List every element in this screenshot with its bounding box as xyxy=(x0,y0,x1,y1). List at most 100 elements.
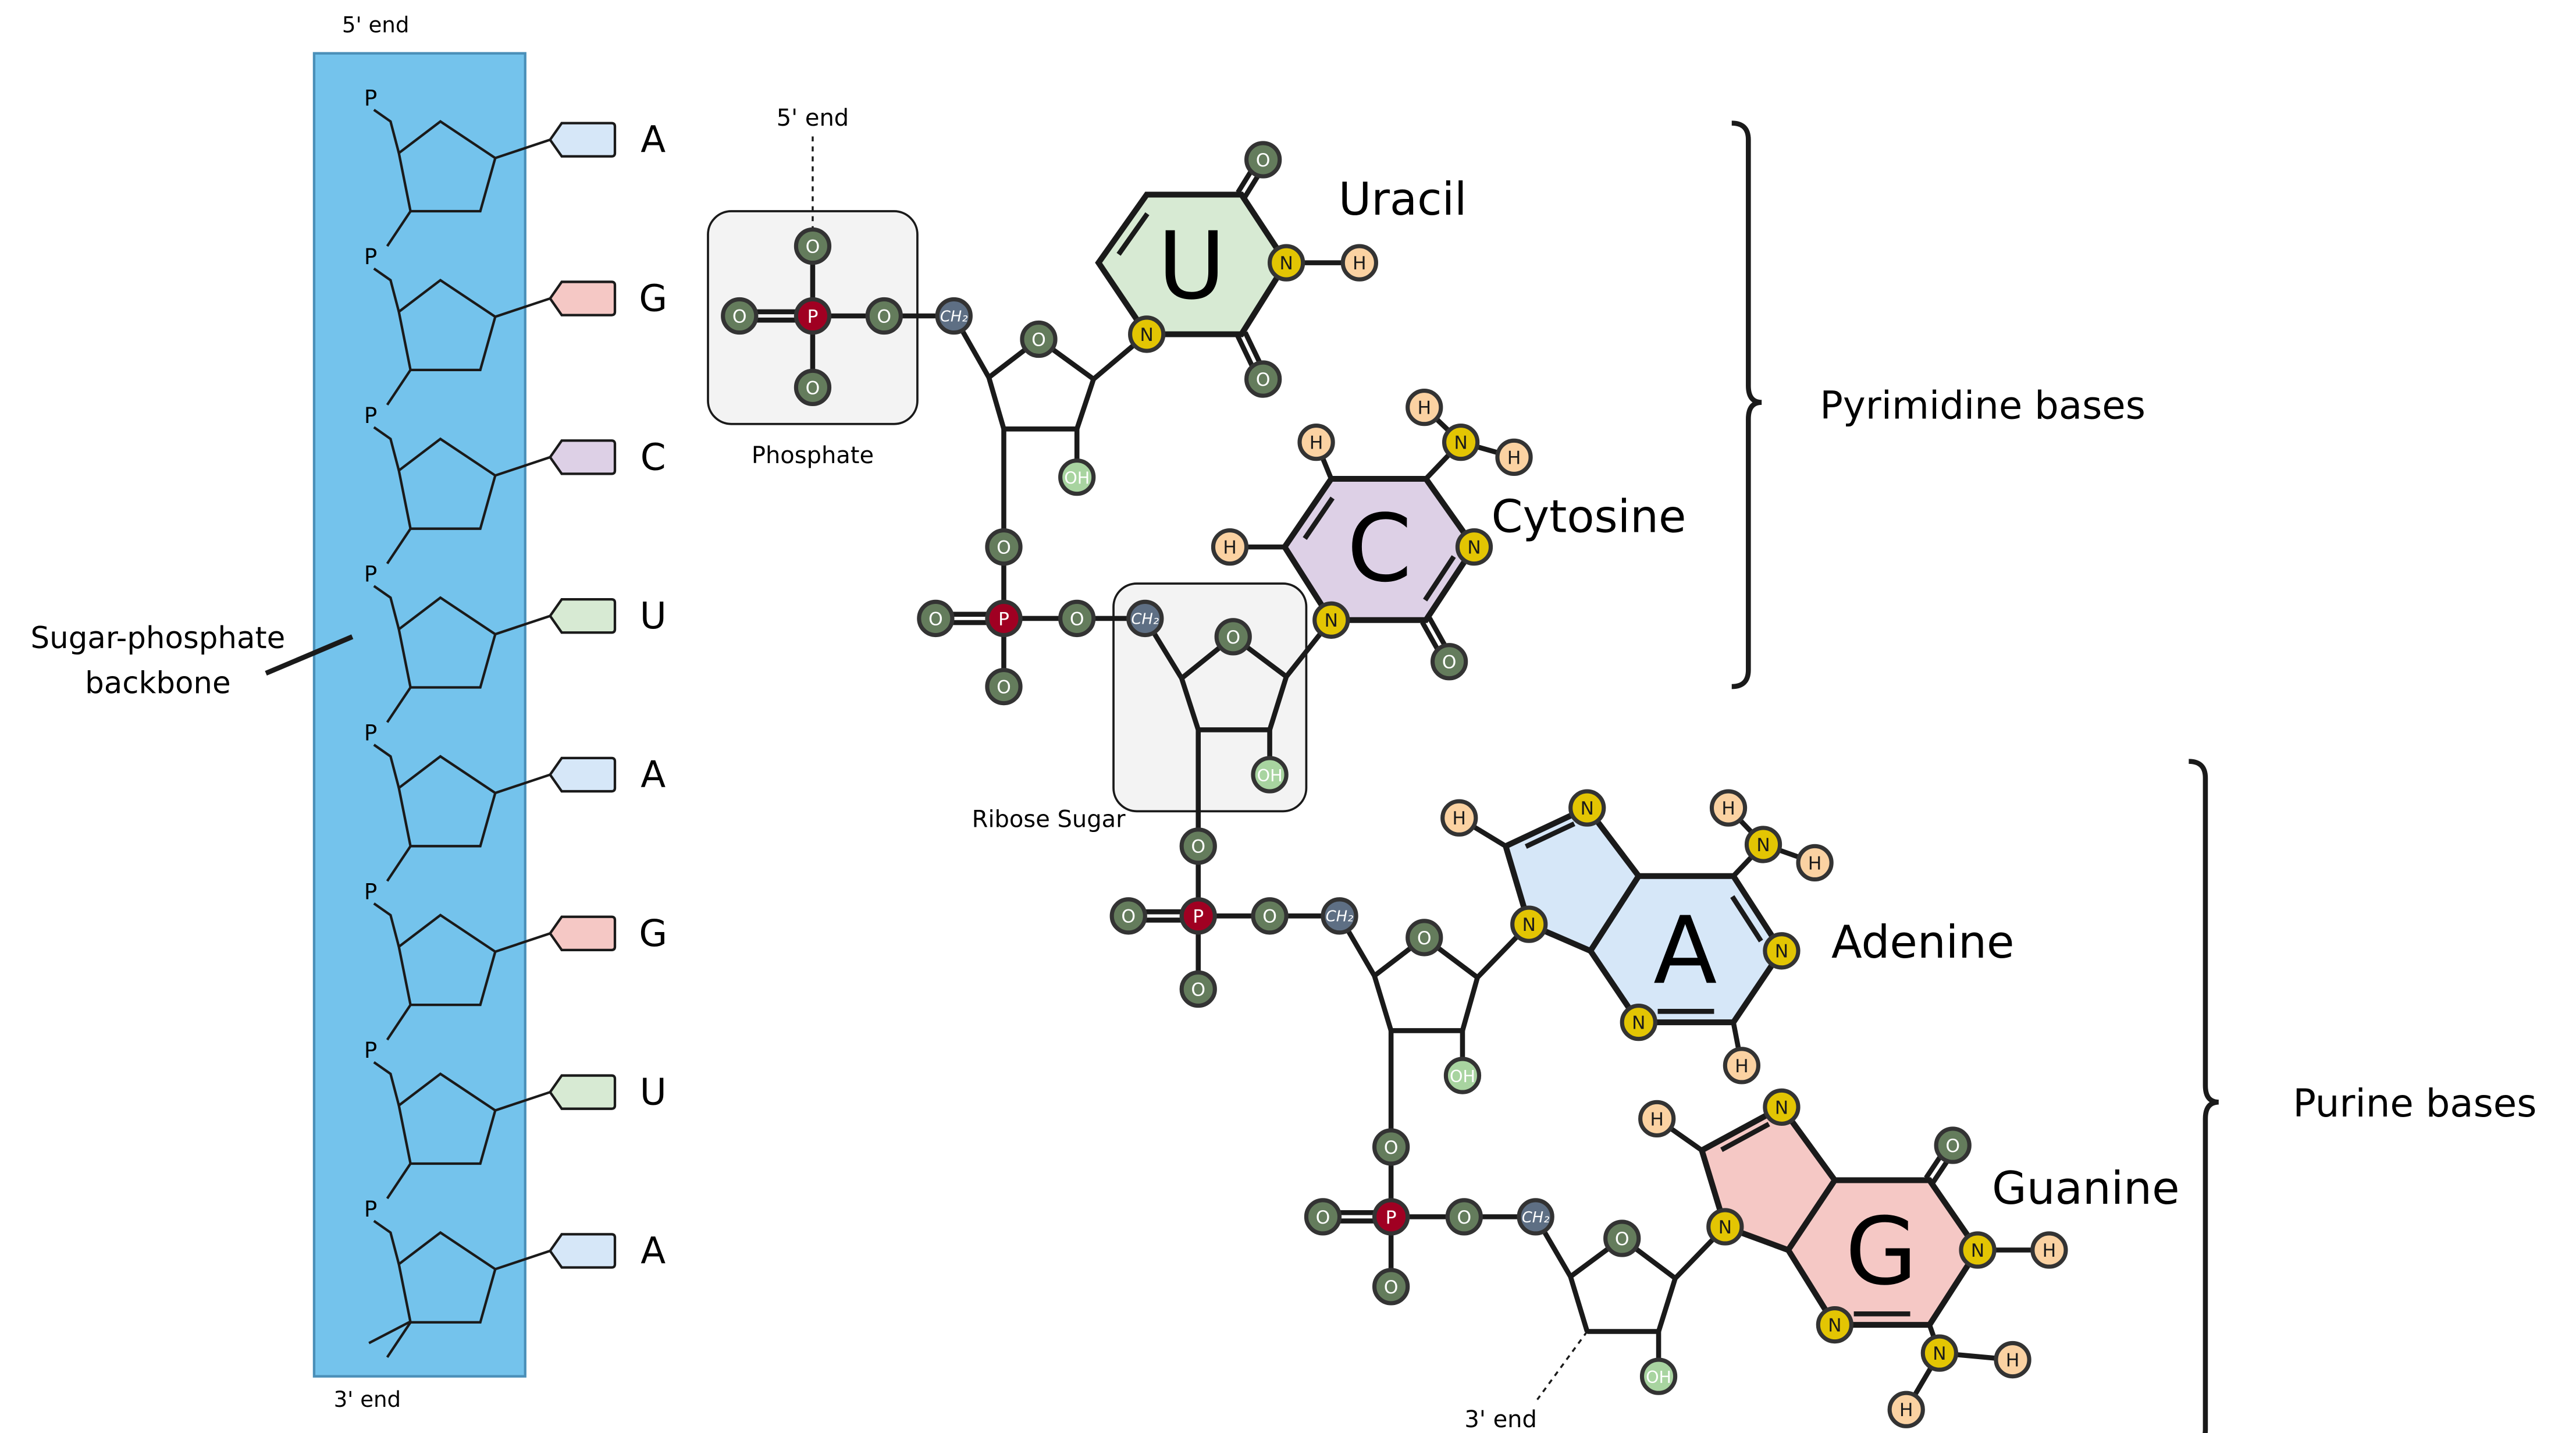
adenine-name: Adenine xyxy=(1831,916,2014,969)
oxygen-atom-label: O xyxy=(1031,329,1046,350)
nitrogen-atom-label: N xyxy=(1775,1097,1789,1118)
oxygen-atom-label: O xyxy=(1442,652,1457,673)
oxygen-atom-label: O xyxy=(1945,1136,1960,1157)
bond xyxy=(1267,675,1289,731)
phosphorus-atom-label: P xyxy=(1193,906,1204,927)
phosphorus-atom-circle xyxy=(985,599,1023,638)
nitrogen-atom: N xyxy=(1510,905,1548,943)
phosphate-label: P xyxy=(364,1038,377,1063)
base-letter: U xyxy=(640,595,667,637)
oxygen-atom-label: O xyxy=(1615,1229,1629,1250)
base-letter: G xyxy=(639,912,667,955)
base-letter: A xyxy=(641,753,666,796)
ch2-group-circle xyxy=(1126,599,1164,638)
hydrogen-atom-label: H xyxy=(2043,1240,2056,1261)
base-tag xyxy=(548,439,617,475)
hydrogen-atom: H xyxy=(1709,789,1748,827)
hydrogen-atom: H xyxy=(1495,438,1533,476)
oxygen-atom: O xyxy=(1372,1268,1410,1306)
oxygen-atom-label: O xyxy=(1417,928,1432,949)
oxygen-atom-label: O xyxy=(806,378,820,399)
oxygen-atom: O xyxy=(1214,618,1252,656)
oxygen-atom: O xyxy=(1244,360,1282,398)
oxygen-atom-circle xyxy=(1058,599,1096,638)
oxygen-atom: O xyxy=(1179,970,1217,1008)
oxygen-atom: O xyxy=(794,227,832,265)
bond xyxy=(1179,677,1201,731)
base-tag xyxy=(548,915,617,952)
nitrogen-atom-label: N xyxy=(1828,1315,1842,1336)
phosphate-label: P xyxy=(364,86,377,111)
strand-nucleotide: PA xyxy=(364,86,666,247)
oxygen-atom: O xyxy=(1445,1198,1483,1236)
backbone-link xyxy=(386,210,412,247)
oxygen-atom-label: O xyxy=(1070,609,1084,630)
hydrogen-atom-label: H xyxy=(1899,1400,1913,1421)
base-tag xyxy=(548,122,617,158)
oxygen-atom-circle xyxy=(1603,1219,1641,1257)
oxygen-atom-circle xyxy=(1445,1198,1483,1236)
ribose-sugar-box xyxy=(1112,582,1308,813)
base-letter: G xyxy=(639,278,667,320)
hydroxyl-group-circle xyxy=(1639,1357,1678,1395)
nitrogen-atom-circle xyxy=(1510,905,1548,943)
adenine-ring-double-bond xyxy=(1524,821,1575,849)
strand-nucleotide: PG xyxy=(364,244,667,406)
purine-label: Purine bases xyxy=(2293,1082,2536,1126)
base-connector xyxy=(494,138,551,159)
hydrogen-atom-label: H xyxy=(1735,1056,1749,1077)
hydrogen-atom: H xyxy=(1796,844,1834,882)
backbone-pointer-line xyxy=(265,634,354,676)
sugar-pentagon xyxy=(397,120,497,213)
nitrogen-atom-circle xyxy=(1568,789,1606,827)
oxygen-atom-label: O xyxy=(732,306,747,327)
pyrimidine-label: Pyrimidine bases xyxy=(1820,383,2146,428)
hydrogen-atom: H xyxy=(1723,1047,1761,1084)
strand-tail xyxy=(368,1320,411,1345)
oxygen-atom-label: O xyxy=(928,609,943,630)
phosphorus-atom: P xyxy=(985,599,1023,638)
hydroxyl-group: OH xyxy=(1443,1057,1482,1094)
oxygen-atom-label: O xyxy=(997,677,1011,698)
strand-nucleotide: PA xyxy=(364,1197,666,1358)
sugar-pentagon xyxy=(397,755,497,848)
nitrogen-atom-circle xyxy=(1706,1208,1744,1246)
oxygen-atom-circle xyxy=(1109,897,1147,935)
phosphorus-atom-label: P xyxy=(807,306,818,327)
oxygen-atom-circle xyxy=(1304,1198,1342,1236)
base-letter: A xyxy=(641,1229,666,1272)
hydrogen-atom-label: H xyxy=(1808,853,1822,874)
nitrogen-atom: N xyxy=(1816,1306,1854,1344)
nitrogen-atom: N xyxy=(1442,423,1480,461)
guanine-name: Guanine xyxy=(1992,1162,2180,1215)
nitrogen-atom: N xyxy=(1744,826,1782,863)
cytosine-name: Cytosine xyxy=(1492,491,1687,543)
bond xyxy=(1656,1277,1678,1332)
nitrogen-atom-circle xyxy=(1920,1334,1958,1372)
oxygen-atom-label: O xyxy=(1256,369,1271,390)
sugar-pentagon xyxy=(397,596,497,689)
phosphate-link xyxy=(373,109,400,154)
hydrogen-atom: H xyxy=(2030,1231,2068,1269)
guanine-letter: G xyxy=(1845,1197,1917,1306)
hydrogen-atom-circle xyxy=(1796,844,1834,882)
hydroxyl-group-label: OH xyxy=(1646,1367,1671,1387)
adenine-letter: A xyxy=(1653,897,1717,1005)
base-letter: A xyxy=(641,119,666,161)
bond xyxy=(986,376,1006,430)
phosphate-label: P xyxy=(364,879,377,904)
nitrogen-atom-label: N xyxy=(1718,1217,1732,1238)
phosphorus-atom-label: P xyxy=(1386,1207,1397,1228)
oxygen-atom: O xyxy=(917,599,955,638)
oxygen-atom-label: O xyxy=(806,236,820,257)
strand-three-prime-label: 3' end xyxy=(334,1387,401,1412)
cytosine-ring-double-bond xyxy=(1303,496,1335,541)
oxygen-atom-circle xyxy=(1179,970,1217,1008)
molecule-five-prime-label: 5' end xyxy=(777,105,849,131)
nitrogen-atom-label: N xyxy=(1522,915,1536,936)
oxygen-atom-circle xyxy=(794,368,832,406)
nitrogen-atom: N xyxy=(1920,1334,1958,1372)
base-letter: C xyxy=(641,436,666,478)
base-connector xyxy=(494,773,551,794)
phosphate-link xyxy=(373,267,400,312)
